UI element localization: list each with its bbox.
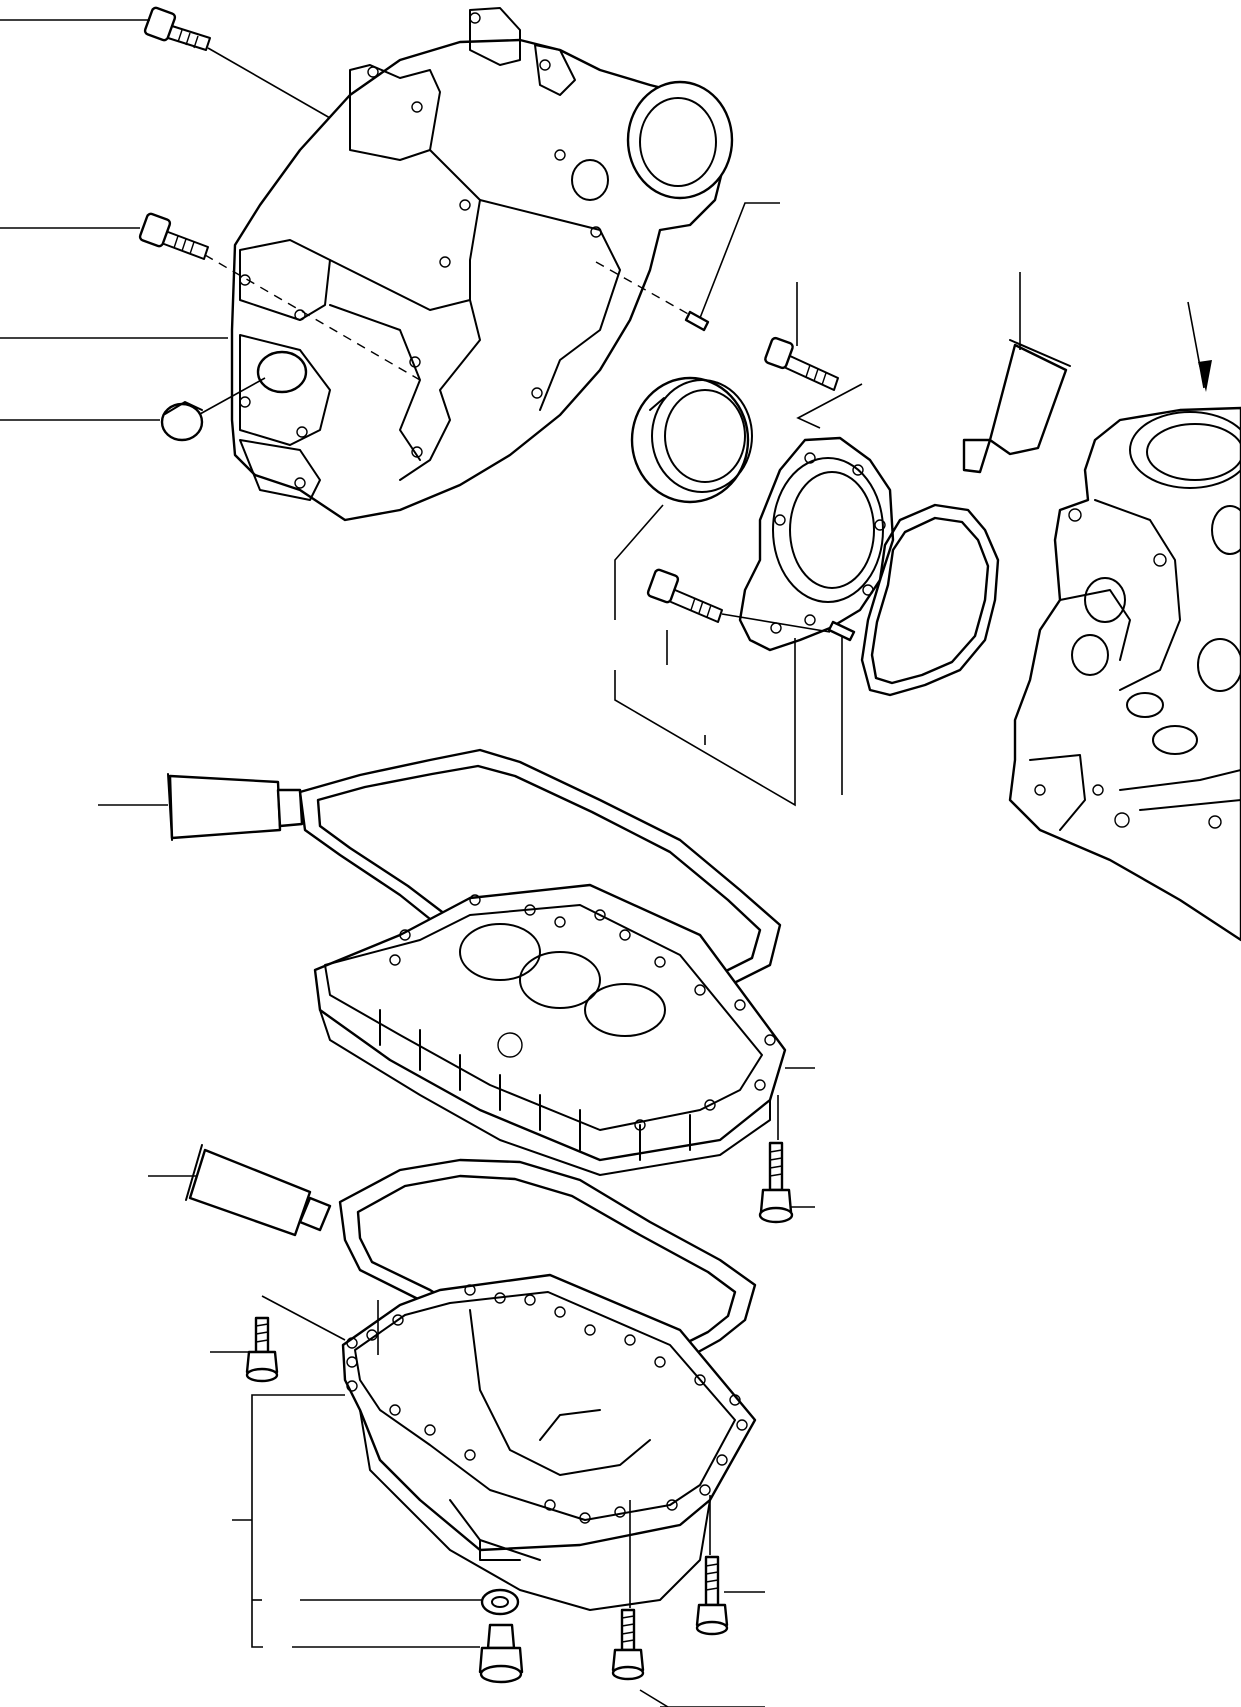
drain-plug: [478, 1623, 524, 1684]
dowel-pin-housing: [684, 310, 710, 332]
leader-line: [595, 261, 691, 316]
leader-line: [261, 1295, 346, 1341]
upper-oil-pan-bolt: [758, 1141, 794, 1224]
retainer-bolt-lower: [646, 568, 723, 623]
engine-block: [1008, 406, 1241, 942]
seal-retainer-plate: [738, 436, 895, 652]
drain-plug-washer: [480, 1588, 520, 1616]
lower-oil-pan: [341, 1273, 757, 1611]
flywheel-housing-bolt-upper: [143, 6, 211, 51]
leader-line: [614, 638, 796, 807]
lower-oil-pan-bolt-left: [245, 1316, 279, 1383]
direction-arrow-icon: [1198, 360, 1212, 392]
leader-line: [699, 202, 780, 319]
leader-line: [207, 47, 331, 119]
flywheel-housing-bolt-lower: [138, 212, 209, 260]
retainer-bolt-upper: [764, 336, 839, 391]
sealant-tube-upper: [962, 339, 1071, 474]
sealant-tube-middle: [167, 773, 304, 841]
upper-oil-pan-gasket: [298, 748, 782, 1012]
leader-line: [251, 1394, 345, 1648]
flywheel-housing: [230, 7, 734, 522]
leader-line: [614, 504, 664, 620]
leader-line: [796, 383, 863, 429]
housing-plug: [160, 401, 204, 442]
dowel-pin-retainer: [827, 620, 856, 642]
leader-line: [639, 1689, 669, 1707]
sealant-tube-lower: [185, 1144, 332, 1237]
leader-line: [199, 377, 266, 415]
retainer-plate-gasket: [860, 503, 1000, 697]
lower-oil-pan-bolt-right: [695, 1555, 729, 1636]
rear-oil-seal: [630, 376, 753, 504]
upper-oil-pan: [313, 883, 787, 1176]
lower-oil-pan-bolt-center: [611, 1608, 645, 1681]
leader-line: [721, 613, 831, 633]
